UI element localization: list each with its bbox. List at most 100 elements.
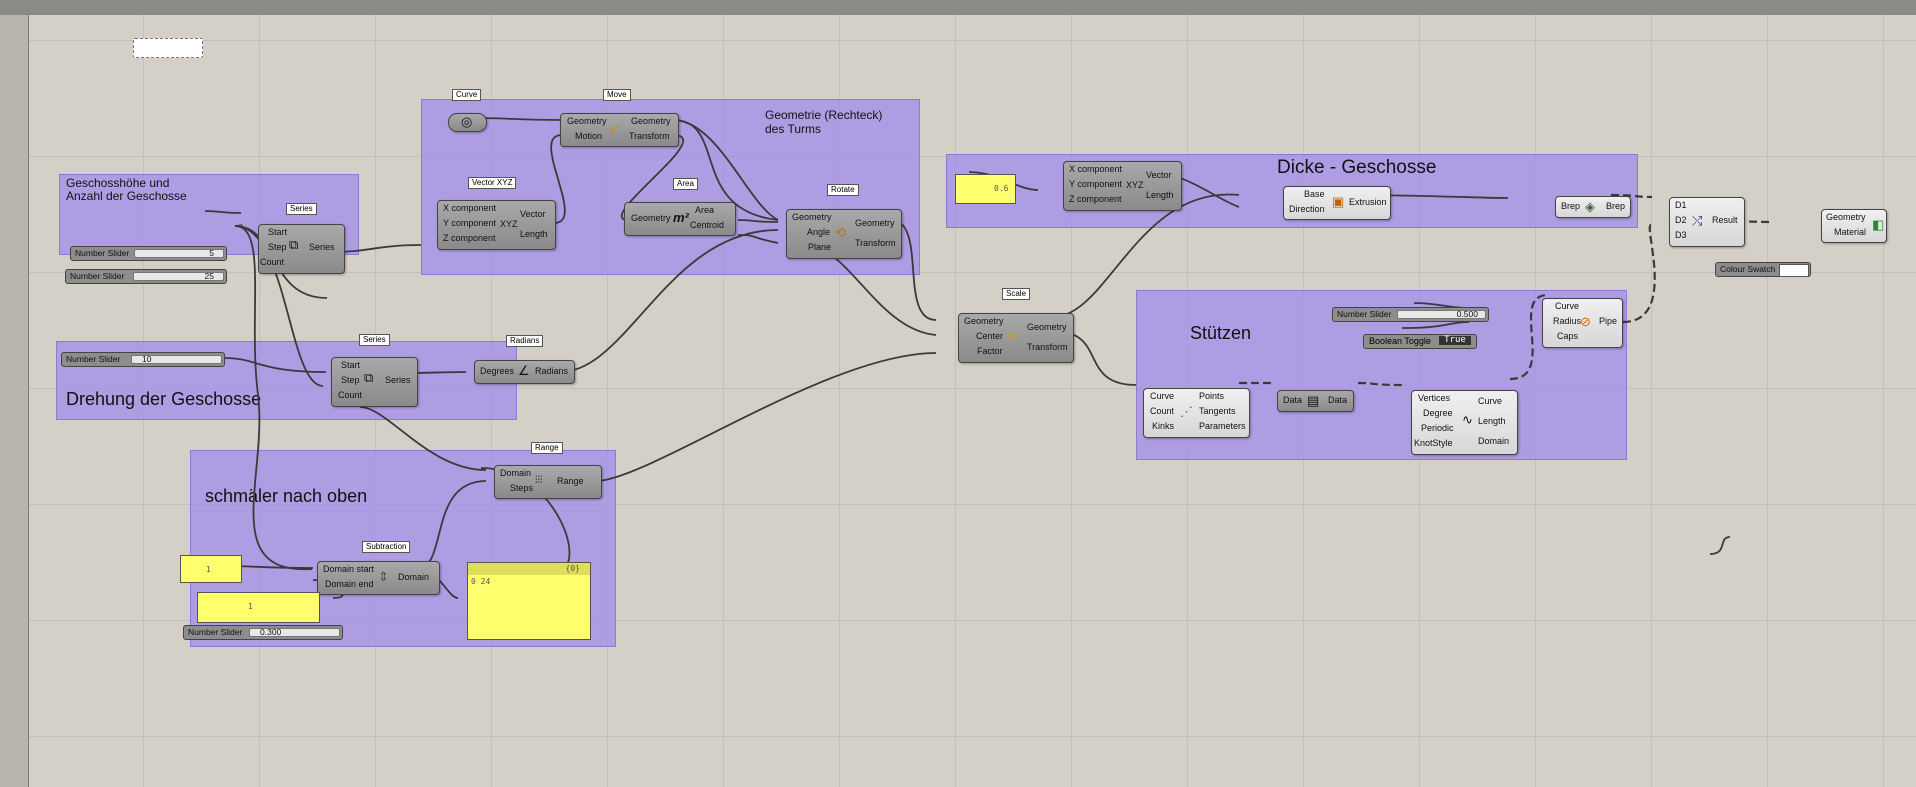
series-component-2[interactable]: Start Step Count ⧉ Series — [331, 357, 418, 407]
input-motion: Motion — [575, 131, 603, 141]
input-y: Y component — [1069, 179, 1122, 189]
number-slider-rotation[interactable]: Number Slider 10 — [61, 352, 225, 367]
slider-track[interactable] — [131, 355, 222, 364]
panel-domain-end[interactable]: 1 — [197, 592, 320, 623]
pipe-component[interactable]: Curve Radius Caps ⊘ Pipe — [1542, 298, 1623, 348]
scale-component[interactable]: Geometry Center Factor ⚭ Geometry Transf… — [958, 313, 1074, 363]
slider-name: Number Slider — [70, 271, 125, 281]
input-domain: Domain — [500, 468, 532, 478]
slider-name: Number Slider — [75, 248, 130, 258]
data-parameter[interactable]: Data ▤ Data — [1277, 390, 1354, 412]
input-degrees: Degrees — [480, 366, 515, 376]
colour-swatch[interactable]: Colour Swatch — [1715, 262, 1811, 277]
output-geometry: Geometry — [1027, 322, 1067, 332]
tag-scale: Scale — [1002, 288, 1031, 300]
range-icon: ⫶⫶⫶ — [535, 475, 543, 486]
input-center: Center — [976, 331, 1004, 341]
number-slider-floor-height[interactable]: Number Slider 5 — [70, 246, 227, 261]
output-geometry: Geometry — [631, 116, 671, 126]
group-title: Dicke - Geschosse — [1277, 157, 1437, 178]
input-material: Material — [1834, 227, 1867, 237]
input-domain-end: Domain end — [325, 579, 374, 589]
custom-preview-component[interactable]: Geometry Material ◧ — [1821, 209, 1887, 243]
tag-series-2: Series — [359, 334, 390, 346]
output-transform: Transform — [629, 131, 670, 141]
move-component[interactable]: Geometry Motion ➶ Geometry Transform — [560, 113, 679, 147]
slider-value: 0.300 — [260, 627, 282, 637]
input-x: X component — [1069, 164, 1123, 174]
rotate-component[interactable]: Geometry Angle Plane ⟲ Geometry Transfor… — [786, 209, 902, 259]
output-domain: Domain — [398, 572, 430, 582]
output-data: Data — [1328, 395, 1348, 405]
slider-name: Number Slider — [188, 627, 243, 637]
slider-track[interactable] — [134, 249, 224, 258]
number-slider-pipe-radius[interactable]: Number Slider 0.500 — [1332, 307, 1489, 322]
vector-xyz-component-1[interactable]: X component Y component Z component XYZ … — [437, 200, 556, 250]
slider-track[interactable] — [133, 272, 224, 281]
input-domain-start: Domain start — [323, 564, 375, 574]
output-centroid: Centroid — [690, 220, 725, 230]
toggle-value[interactable]: True — [1439, 336, 1471, 345]
input-angle: Angle — [807, 227, 831, 237]
tag-range: Range — [531, 442, 563, 454]
input-count: Count — [260, 257, 285, 267]
slider-name: Number Slider — [1337, 309, 1392, 319]
radians-icon: ∠ — [518, 363, 530, 378]
number-slider-taper[interactable]: Number Slider 0.300 — [183, 625, 343, 640]
panel-domain-start[interactable]: 1 — [180, 555, 242, 583]
vector-xyz-component-2[interactable]: X component Y component Z component XYZ … — [1063, 161, 1182, 211]
input-radius: Radius — [1553, 316, 1582, 326]
panel-range-output[interactable]: {0} 0 24 — [467, 562, 591, 640]
slider-track[interactable] — [249, 628, 340, 637]
brep-parameter[interactable]: Brep ◈ Brep — [1555, 196, 1631, 218]
panel-thickness[interactable]: 0.6 — [955, 174, 1016, 204]
tag-vector-xyz: Vector XYZ — [468, 177, 517, 189]
input-geometry: Geometry — [1826, 212, 1866, 222]
input-brep: Brep — [1561, 201, 1581, 211]
input-caps: Caps — [1557, 331, 1579, 341]
input-y: Y component — [443, 218, 496, 228]
curve-icon: ◎ — [461, 114, 473, 129]
vector-icon: XYZ — [500, 219, 518, 229]
number-slider-floor-count[interactable]: Number Slider 25 — [65, 269, 227, 284]
nurbs-icon: ∿ — [1462, 412, 1473, 427]
swatch-color[interactable] — [1779, 264, 1809, 277]
input-d2: D2 — [1675, 215, 1687, 225]
output-series: Series — [309, 242, 335, 252]
extrusion-component[interactable]: Base Direction ▣ Extrusion — [1283, 186, 1391, 220]
series-component-1[interactable]: Start Step Count ⧉ Series — [258, 224, 345, 274]
area-icon: m² — [673, 210, 689, 225]
output-radians: Radians — [535, 366, 569, 376]
slider-track[interactable] — [1397, 310, 1486, 319]
range-component[interactable]: Domain Steps ⫶⫶⫶ Range — [494, 465, 602, 499]
input-step: Step — [341, 375, 360, 385]
subtraction-icon: ⇕ — [378, 569, 389, 584]
boolean-toggle[interactable]: Boolean Toggle True — [1363, 334, 1477, 349]
move-icon: ➶ — [609, 121, 620, 136]
divide-curve-component[interactable]: Curve Count Kinks ⋰ Points Tangents Para… — [1143, 388, 1250, 438]
pipe-icon: ⊘ — [1580, 314, 1591, 329]
output-transform: Transform — [855, 238, 896, 248]
input-degree: Degree — [1423, 408, 1453, 418]
output-series: Series — [385, 375, 411, 385]
area-component[interactable]: Geometry m² Area Centroid — [624, 202, 736, 236]
output-brep: Brep — [1606, 201, 1626, 211]
input-geometry: Geometry — [631, 213, 671, 223]
nurbs-curve-component[interactable]: Vertices Degree Periodic KnotStyle ∿ Cur… — [1411, 390, 1518, 455]
curve-parameter[interactable]: ◎ — [448, 113, 487, 132]
merge-component[interactable]: D1 D2 D3 ⤭ Result — [1669, 197, 1745, 247]
input-step: Step — [268, 242, 287, 252]
tag-series-1: Series — [286, 203, 317, 215]
input-steps: Steps — [510, 483, 534, 493]
empty-scribble[interactable] — [133, 38, 203, 58]
input-vertices: Vertices — [1418, 393, 1451, 403]
input-start: Start — [268, 227, 288, 237]
output-range: Range — [557, 476, 584, 486]
merge-icon: ⤭ — [1692, 213, 1703, 228]
scale-icon: ⚭ — [1007, 329, 1018, 344]
subtraction-component[interactable]: Domain start Domain end ⇕ Domain — [317, 561, 440, 595]
radians-component[interactable]: Degrees ∠ Radians — [474, 360, 575, 384]
input-d1: D1 — [1675, 200, 1687, 210]
